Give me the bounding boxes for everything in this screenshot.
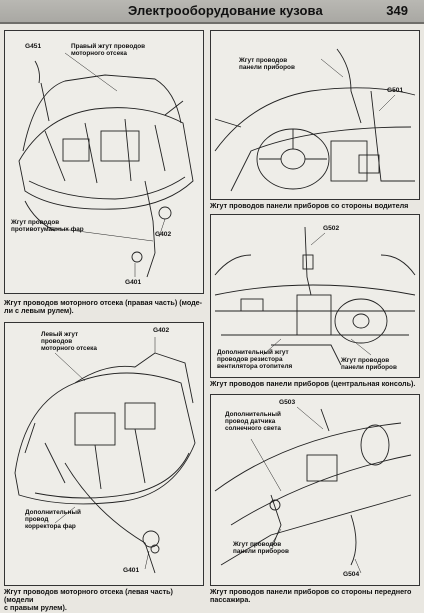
- label-passenger-harness: Жгут проводов панели приборов: [233, 541, 289, 556]
- label-sun-sensor: Дополнительный провод датчика солнечного…: [225, 411, 281, 433]
- engine-left-figure: Левый жгут проводов моторного отсека G40…: [4, 322, 204, 586]
- label-heater-harness: Дополнительный жгут проводов резистора в…: [217, 349, 293, 371]
- label-g401: G401: [125, 279, 142, 286]
- dash-driver-figure: Жгут проводов панели приборов G501: [210, 30, 420, 200]
- engine-right-caption: Жгут проводов моторного отсека (правая ч…: [4, 298, 203, 316]
- dash-passenger-drawing: [214, 406, 412, 574]
- dash-center-figure: G502 Дополнительный жгут проводов резист…: [210, 214, 420, 378]
- page-header: Электрооборудование кузова 349: [0, 0, 424, 24]
- label-g502: G502: [323, 225, 340, 232]
- label-right-harness: Правый жгут проводов моторного отсека: [71, 43, 146, 58]
- label-left-harness: Левый жгут проводов моторного отсека: [41, 331, 97, 353]
- label-g501: G501: [387, 87, 404, 94]
- label-center-harness: Жгут проводов панели приборов: [341, 357, 397, 372]
- label-corrector: Дополнительный провод корректора фар: [25, 509, 81, 531]
- dash-driver-caption: Жгут проводов панели приборов со стороны…: [210, 201, 409, 210]
- label-g402: G402: [155, 231, 172, 238]
- label-g401-left: G401: [123, 567, 140, 574]
- label-fog-harness: Жгут проводов противотуманных фар: [11, 219, 84, 234]
- label-dash-harness: Жгут проводов панели приборов: [239, 57, 295, 72]
- dash-center-drawing: [214, 226, 416, 366]
- label-g504: G504: [343, 571, 360, 578]
- engine-right-figure: G451 Правый жгут проводов моторного отсе…: [4, 30, 204, 294]
- dash-passenger-figure: G503 Дополнительный провод датчика солне…: [210, 394, 420, 586]
- section-title: Электрооборудование кузова: [128, 3, 323, 18]
- page-number: 349: [386, 3, 408, 18]
- engine-left-drawing: [14, 337, 196, 574]
- label-g503: G503: [279, 399, 296, 406]
- dash-driver-drawing: [214, 48, 416, 192]
- engine-left-caption: Жгут проводов моторного отсека (левая ча…: [4, 587, 173, 613]
- dash-center-caption: Жгут проводов панели приборов (центральн…: [210, 379, 416, 388]
- label-g451: G451: [25, 43, 42, 50]
- engine-right-drawing: [18, 52, 194, 278]
- label-g402-left: G402: [153, 327, 170, 334]
- dash-passenger-caption: Жгут проводов панели приборов со стороны…: [210, 587, 412, 605]
